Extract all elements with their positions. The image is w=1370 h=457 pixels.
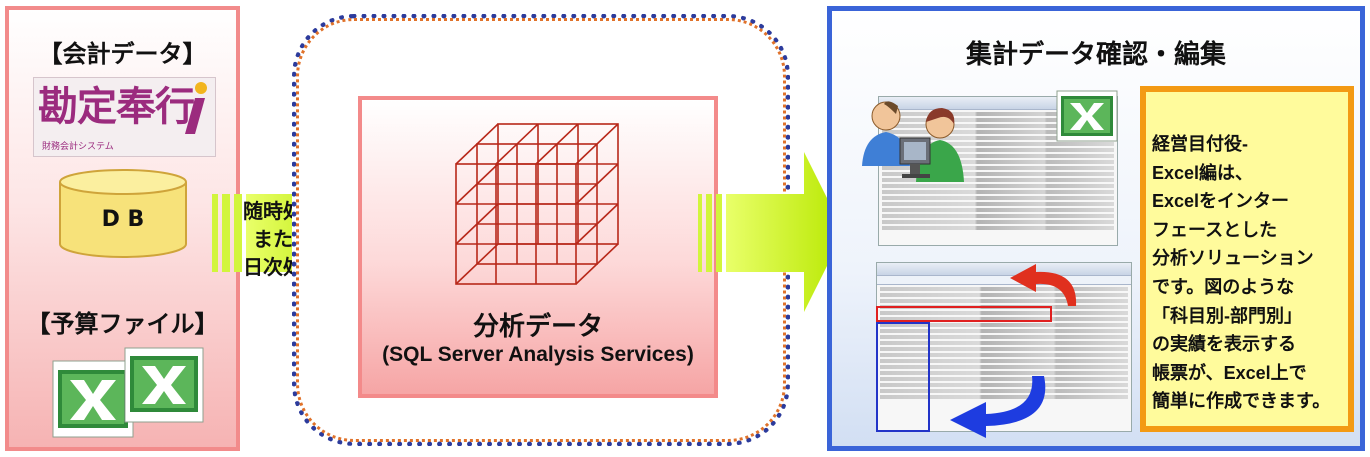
excel-icon — [52, 360, 134, 438]
description-line: Excelをインター — [1152, 191, 1290, 212]
ribbon-bar — [877, 263, 1131, 276]
column-header-highlight — [876, 306, 1052, 322]
description-line: 帳票が、Excel上で — [1152, 362, 1307, 383]
description-text: 経営目付役- Excel編は、 Excelをインター フェースとした 分析ソリュ… — [1152, 130, 1352, 416]
output-arrow — [698, 152, 844, 312]
cube-grid-icon — [455, 123, 619, 285]
description-line: です。図のような — [1152, 276, 1295, 297]
excel-icon — [1056, 90, 1118, 142]
database-cylinder-icon — [59, 169, 187, 258]
description-line: 簡単に作成できます。 — [1152, 391, 1331, 412]
logo-subtext: 財務会計システム — [42, 142, 114, 152]
description-line: 「科目別-部門別」 — [1152, 305, 1302, 326]
budget-file-title: 【予算ファイル】 — [26, 310, 219, 338]
kanjo-bugyo-logo: 勘定奉行 財務会計システム — [33, 77, 216, 157]
description-box — [1140, 86, 1354, 432]
row-header-highlight — [876, 322, 930, 432]
logo-text: 勘定奉行 — [38, 83, 195, 130]
description-line: フェースとした — [1152, 219, 1278, 240]
red-curved-arrow-icon — [1010, 264, 1077, 306]
aggregation-title: 集計データ確認・編集 — [965, 40, 1226, 70]
description-line: 分析ソリューション — [1152, 248, 1314, 269]
accounting-data-title: 【会計データ】 — [38, 40, 207, 68]
blue-curved-arrow-icon — [950, 376, 1046, 438]
db-label: D B — [101, 207, 145, 232]
description-line: Excel編は、 — [1152, 162, 1254, 183]
logo-i-icon — [185, 82, 207, 134]
analysis-data-title: 分析データ — [472, 312, 603, 342]
users-at-computer-icon — [862, 101, 964, 182]
spreadsheet-screenshot-bottom — [876, 262, 1132, 432]
description-line: 経営目付役- — [1152, 134, 1248, 154]
excel-icon — [124, 347, 204, 423]
analysis-data-subtitle: (SQL Server Analysis Services) — [382, 343, 694, 366]
description-line: の実績を表示する — [1152, 334, 1296, 355]
